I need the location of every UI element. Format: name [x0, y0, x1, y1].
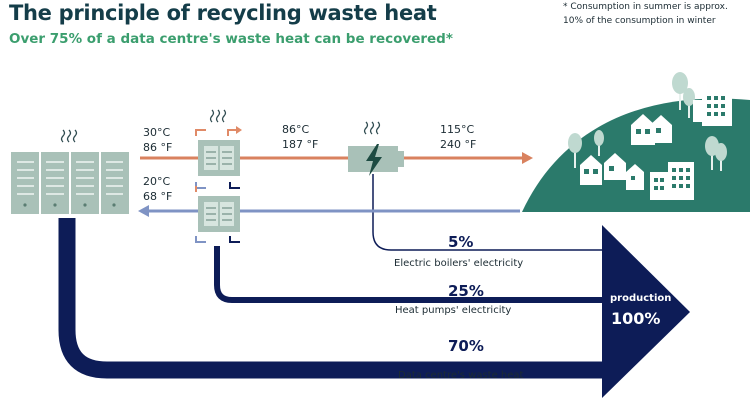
mid-temp-label: 86°C 187 °F [282, 122, 318, 152]
electric-boiler-icon [348, 144, 404, 176]
heat-pump-percent: 25% [448, 282, 484, 300]
heat-pump-flow [214, 246, 604, 303]
cold-temp-label: 20°C 68 °F [143, 174, 172, 204]
production-label: production [610, 293, 672, 304]
house-icon [580, 114, 672, 190]
supply-temp-label: 115°C 240 °F [440, 122, 476, 152]
return-temp-fahrenheit: 86 °F [143, 141, 173, 154]
footnote-line-2: 10% of the consumption in winter [563, 16, 716, 26]
page-subtitle: Over 75% of a data centre's waste heat c… [9, 31, 453, 47]
waste-heat-label: Data centre's waste heat [398, 370, 524, 381]
heat-pump-icon [195, 126, 242, 243]
city-icon [522, 72, 750, 212]
return-temp-label: 30°C 86 °F [143, 125, 172, 155]
waste-heat-percent: 70% [448, 337, 484, 355]
hot-pipe-arrowhead [522, 152, 533, 164]
return-temp-celsius: 30°C [143, 126, 171, 139]
boiler-label: Electric boilers' electricity [394, 258, 524, 269]
cold-temp-celsius: 20°C [143, 175, 171, 188]
supply-temp-celsius: 115°C [440, 123, 475, 136]
cold-pipe-arrowhead [138, 205, 149, 217]
footnote-line-1: * Consumption in summer is approx. [563, 2, 728, 12]
server-rack-icon [11, 152, 129, 214]
page-title: The principle of recycling waste heat [9, 1, 437, 25]
boiler-percent: 5% [448, 233, 474, 251]
supply-temp-fahrenheit: 240 °F [440, 138, 477, 151]
cold-temp-fahrenheit: 68 °F [143, 190, 173, 203]
tree-icon [568, 72, 727, 171]
heat-waves-icon [60, 109, 381, 143]
mid-temp-celsius: 86°C [282, 123, 310, 136]
waste-heat-flow [58, 218, 604, 379]
mid-temp-fahrenheit: 187 °F [282, 138, 319, 151]
heat-pump-label: Heat pumps' electricity [395, 305, 512, 316]
production-arrow [602, 225, 690, 398]
boiler-flow [372, 174, 604, 251]
production-value: 100% [611, 309, 661, 328]
